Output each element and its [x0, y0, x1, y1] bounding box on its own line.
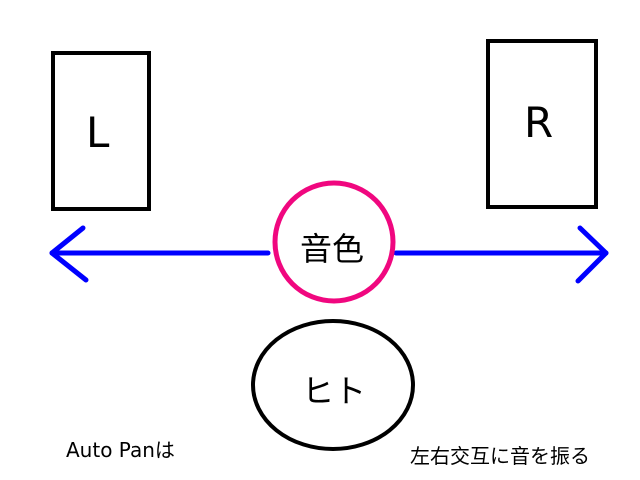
left-speaker-box [51, 51, 151, 211]
right-speaker-label: R [524, 98, 554, 147]
arrow-head-right-icon [575, 225, 609, 284]
pan-arrow [49, 225, 609, 284]
caption-right: 左右交互に音を振る [410, 444, 590, 468]
tone-circle [272, 180, 396, 304]
person-label: ヒト [302, 372, 367, 410]
left-speaker-label: L [86, 108, 110, 157]
person-ellipse [251, 319, 415, 451]
arrow-head-left-icon [49, 225, 89, 283]
caption-left: Auto Panは [66, 438, 175, 462]
right-speaker-box [486, 39, 598, 209]
tone-label: 音色 [300, 230, 365, 268]
